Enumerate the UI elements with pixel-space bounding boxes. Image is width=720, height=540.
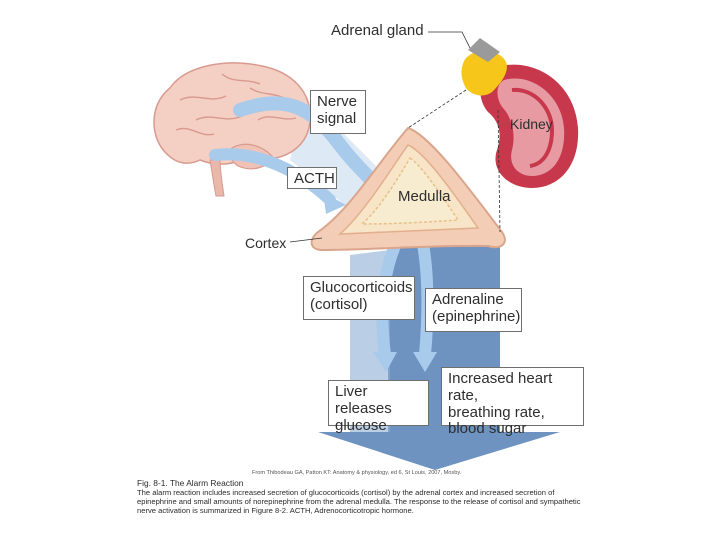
adrenal-gland-label: Adrenal gland (331, 22, 424, 39)
kidney-label: Kidney (510, 116, 553, 132)
leader-lines (289, 31, 501, 243)
acth-box: ACTH (287, 167, 337, 189)
effects-box: Increased heart rate, breathing rate, bl… (441, 367, 584, 437)
caption-title: Fig. 8-1. The Alarm Reaction (137, 478, 244, 488)
nerve-signal-box: Nerve signal (310, 90, 366, 134)
glucocorticoids-box: Glucocorticoids (cortisol) (303, 276, 415, 320)
kidney-illustration (480, 64, 579, 188)
medulla-label: Medulla (398, 188, 451, 205)
adrenal-cross-section (310, 126, 506, 252)
caption-body: The alarm reaction includes increased se… (137, 488, 581, 516)
liver-box: Liver releases glucose (328, 380, 429, 433)
adrenaline-box: Adrenaline (epinephrine) (425, 288, 522, 332)
cortex-label: Cortex (245, 235, 287, 251)
figure-caption: Fig. 8-1. The Alarm Reaction The alarm r… (137, 478, 592, 515)
adrenal-gland-illustration (461, 38, 507, 96)
figure-credit: From Thibodeau GA, Patton KT: Anatomy & … (252, 470, 462, 476)
